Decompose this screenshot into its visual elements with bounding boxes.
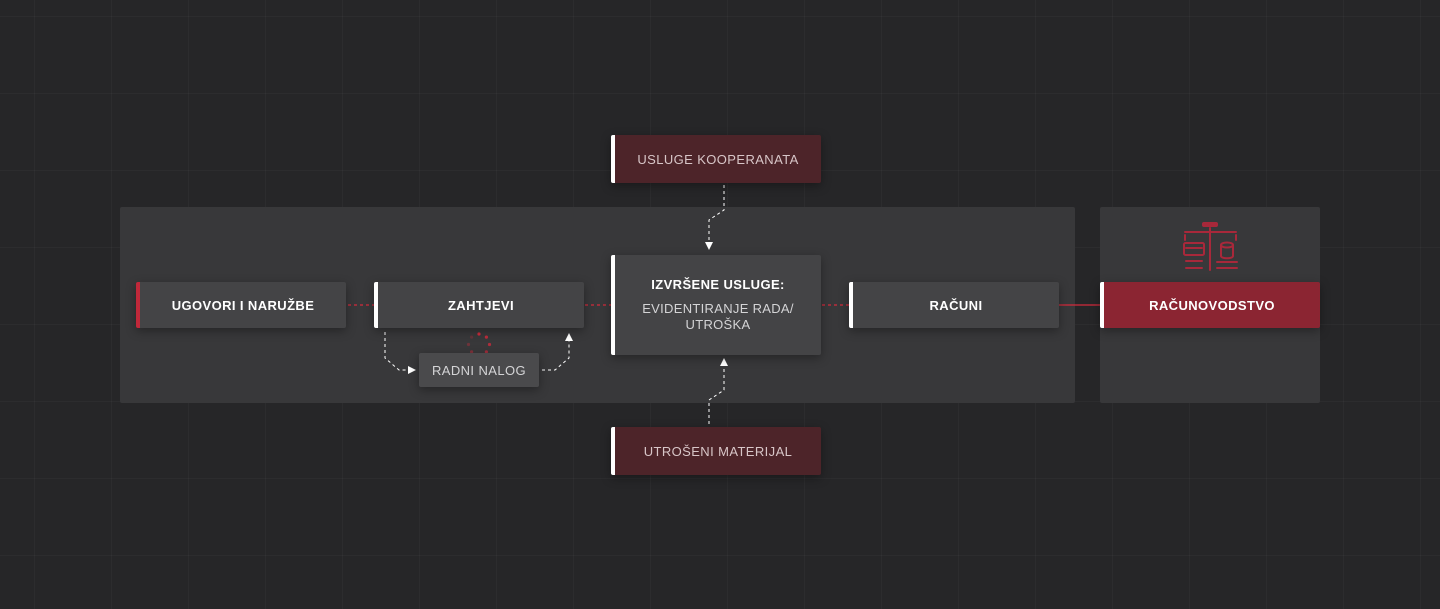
node-usluge-kooperanata[interactable]: USLUGE KOOPERANATA [611,135,821,183]
node-label: RAČUNOVODSTVO [1149,297,1275,313]
node-label: ZAHTJEVI [447,297,515,313]
node-ugovori-i-narudzbe[interactable]: UGOVORI I NARUŽBE [136,282,346,328]
node-label: RAČUNI [929,297,983,313]
node-radni-nalog[interactable]: RADNI NALOG [419,353,539,387]
node-title: IZVRŠENE USLUGE: [651,277,785,292]
node-label: RADNI NALOG [432,362,526,378]
node-racunovodstvo[interactable]: RAČUNOVODSTVO [1100,282,1320,328]
node-racuni[interactable]: RAČUNI [849,282,1059,328]
node-subtitle-line: UTROŠKA [685,317,751,332]
node-izvrsene-usluge[interactable]: IZVRŠENE USLUGE: EVIDENTIRANJE RADA/ UTR… [611,255,821,355]
node-label: UGOVORI I NARUŽBE [171,297,315,313]
node-label: UTROŠENI MATERIJAL [643,443,793,459]
node-subtitle-line: EVIDENTIRANJE RADA/ [642,301,794,316]
node-subtitle: EVIDENTIRANJE RADA/ UTROŠKA [642,301,794,333]
node-zahtjevi[interactable]: ZAHTJEVI [374,282,584,328]
node-utroseni-materijal[interactable]: UTROŠENI MATERIJAL [611,427,821,475]
node-label: USLUGE KOOPERANATA [637,151,799,167]
